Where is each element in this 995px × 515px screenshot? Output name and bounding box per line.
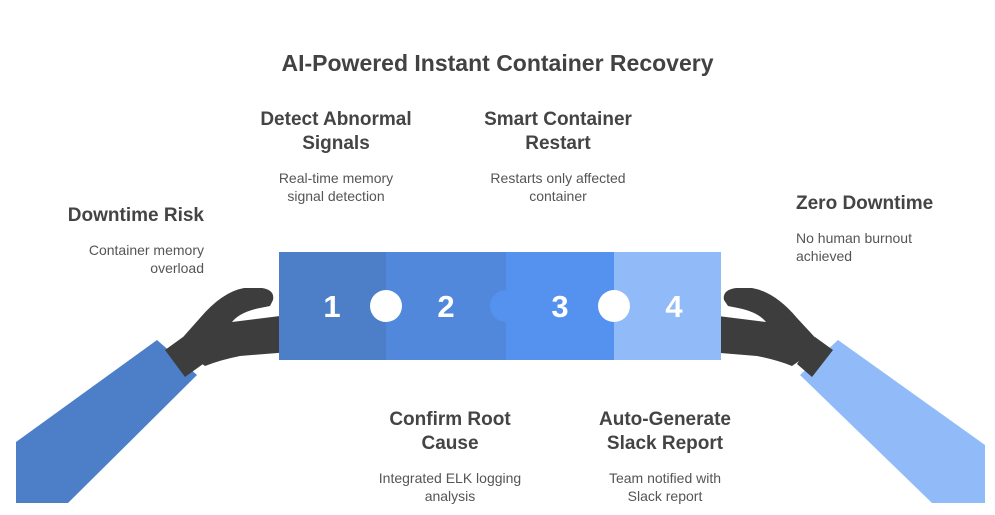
step-3-number: 3 bbox=[551, 289, 568, 324]
step-2-heading: Confirm Root Cause bbox=[389, 409, 511, 454]
left-cuff bbox=[165, 337, 203, 377]
start-description: Container memory overload bbox=[88, 242, 204, 276]
step-3-description: Restarts only affected container bbox=[490, 170, 626, 204]
puzzle-piece-3 bbox=[490, 252, 614, 360]
left-sleeve bbox=[16, 340, 197, 503]
start-heading: Downtime Risk bbox=[67, 205, 204, 226]
step-1-description: Real-time memory signal detection bbox=[278, 170, 394, 204]
right-cuff bbox=[797, 337, 833, 377]
diagram-title: AI-Powered Instant Container Recovery bbox=[281, 50, 714, 76]
right-sleeve bbox=[800, 340, 985, 503]
step-4-description: Team notified with Slack report bbox=[608, 470, 722, 504]
right-hand bbox=[700, 288, 822, 366]
puzzle-piece-2 bbox=[386, 252, 522, 360]
end-heading: Zero Downtime bbox=[796, 193, 934, 214]
puzzle-piece-1 bbox=[279, 252, 386, 360]
step-4-number: 4 bbox=[665, 289, 683, 324]
step-2-number: 2 bbox=[437, 289, 454, 324]
end-description: No human burnout achieved bbox=[796, 230, 912, 264]
left-hand bbox=[176, 288, 298, 366]
step-2-description: Integrated ELK logging analysis bbox=[378, 470, 522, 504]
puzzle-piece-4 bbox=[614, 252, 721, 360]
step-1-heading: Detect Abnormal Signals bbox=[260, 109, 412, 154]
step-1-number: 1 bbox=[323, 289, 340, 324]
step-4-heading: Auto-Generate Slack Report bbox=[599, 409, 731, 454]
step-3-heading: Smart Container Restart bbox=[484, 109, 632, 154]
